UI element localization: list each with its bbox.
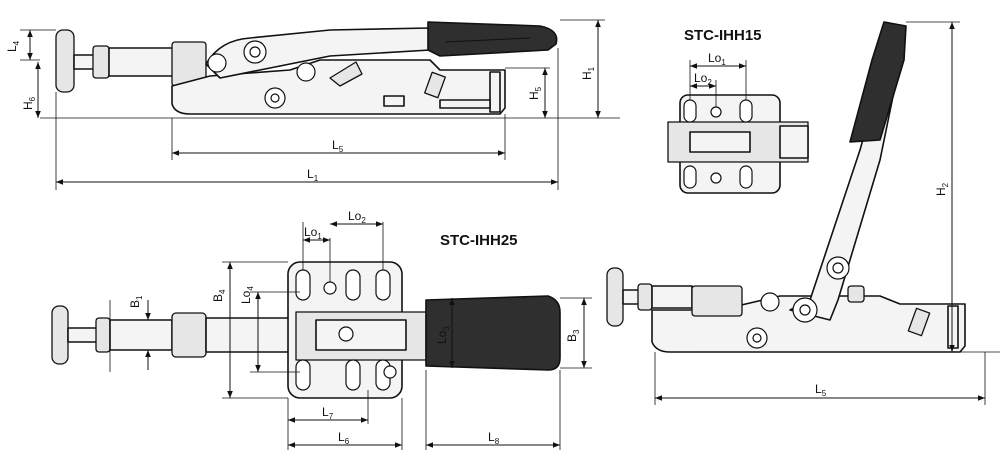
svg-text:L4: L4 — [5, 40, 21, 52]
handle-grip-25 — [425, 295, 561, 371]
label-L7: L7 — [322, 405, 334, 421]
svg-text:H6: H6 — [21, 96, 37, 110]
svg-text:B4: B4 — [211, 289, 227, 302]
dimensions-side-view — [20, 19, 620, 190]
pivot-2 — [207, 53, 227, 73]
svg-text:Lo3: Lo3 — [435, 326, 451, 344]
side-view-retracted — [55, 21, 558, 115]
label-H2: H2 — [934, 182, 950, 196]
label-L8: L8 — [488, 430, 500, 446]
svg-text:H2: H2 — [934, 182, 950, 196]
nut-shape — [92, 45, 110, 79]
label-L6: L6 — [338, 430, 350, 446]
top-view-ihh15 — [667, 60, 809, 194]
label-H5: H5 — [527, 86, 543, 100]
pivot-3 — [296, 62, 316, 82]
svg-text:H1: H1 — [580, 66, 596, 80]
label-L5-side: L5 — [332, 138, 344, 154]
svg-text:B1: B1 — [128, 295, 144, 308]
label-Lo2-bottom: Lo2 — [348, 209, 366, 225]
label-Lo3: Lo3 — [435, 326, 451, 344]
label-Lo1-top: Lo1 — [708, 51, 726, 67]
side-view-open — [606, 21, 1000, 405]
label-H6: H6 — [21, 96, 37, 110]
knob-25 — [51, 305, 69, 365]
title-stc-ihh25: STC-IHH25 — [440, 232, 518, 249]
base-body — [171, 59, 506, 115]
knob-shape — [55, 29, 75, 93]
knob-right — [606, 267, 624, 327]
label-L4: L4 — [5, 40, 21, 52]
label-B4: B4 — [211, 289, 227, 302]
label-L5-right: L5 — [815, 382, 827, 398]
label-L1: L1 — [307, 167, 319, 183]
svg-text:Lo4: Lo4 — [239, 286, 255, 304]
svg-text:B3: B3 — [565, 329, 581, 342]
label-B3: B3 — [565, 329, 581, 342]
label-Lo4: Lo4 — [239, 286, 255, 304]
title-stc-ihh15: STC-IHH15 — [684, 27, 762, 44]
top-view-ihh25 — [51, 221, 592, 450]
cam — [329, 61, 363, 87]
plunger-shape — [108, 47, 174, 77]
lever-grip — [427, 21, 558, 57]
label-Lo2-top: Lo2 — [694, 71, 712, 87]
lever-grip-right — [849, 21, 907, 143]
svg-text:H5: H5 — [527, 86, 543, 100]
label-Lo1-bottom: Lo1 — [304, 225, 322, 241]
label-H1: H1 — [580, 66, 596, 80]
label-B1: B1 — [128, 295, 144, 308]
